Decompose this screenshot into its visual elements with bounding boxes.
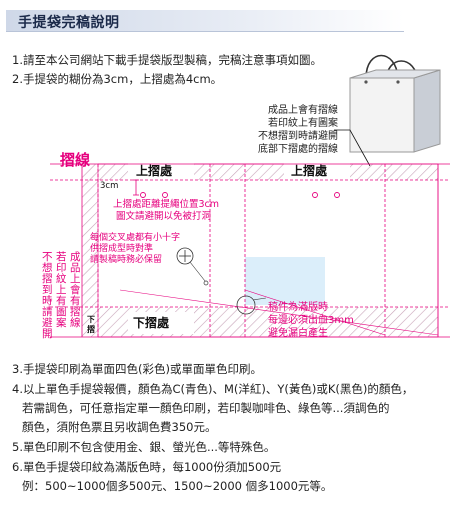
note-3: 3.手提袋印刷為單面四色(彩色)或單面單色印刷。	[12, 362, 262, 376]
page-title: 手提袋完稿說明	[18, 15, 120, 31]
fold-callout-line-2: 若印紋上有圖案	[268, 118, 338, 129]
shopping-bag-illustration	[349, 54, 441, 153]
callout-leader-line	[334, 129, 371, 167]
cross-note-line-3: 請製稿時務必保留	[90, 255, 163, 265]
note-4: 4.以上單色手提袋報價，顏色為C(青色)、M(洋紅)、Y(黃色)或K(黑色)的顏…	[12, 382, 414, 396]
fold-callout-line-1: 成品上會有摺線	[268, 105, 338, 116]
bleed-note-line-2: 每邊必須出血3mm	[268, 315, 354, 326]
fold-callout: 成品上會有摺線 若印紋上有圖案 不想摺到時請避開 底部下摺處的摺線	[208, 104, 338, 156]
cross-note-line-1: 每個交叉處都有小十字	[90, 233, 181, 243]
note-6-example: 例：500~1000個多500元、1500~2000 個多1000元等。	[22, 479, 333, 493]
note-4-cont-2: 顏色，須附色票且另收調色費350元。	[22, 420, 217, 434]
template-diagram	[50, 158, 450, 338]
fold-line-label: 摺線	[60, 151, 91, 169]
rope-note-line-1: 上摺處距離提繩位置3cm	[113, 199, 220, 210]
fold-callout-line-4: 底部下摺處的摺線	[258, 144, 338, 155]
upper-fold-label-right: 上摺處	[291, 164, 328, 178]
dim-3cm-label: 3cm	[100, 181, 119, 191]
fold-callout-line-3: 不想摺到時請避開	[258, 131, 338, 142]
note-1: 1.請至本公司網站下載手提袋版型製稿，完稿注意事項如圖。	[12, 53, 322, 67]
upper-fold-label-left: 上摺處	[136, 164, 173, 178]
rope-note-line-2: 圖文請避開以免被打洞	[116, 211, 212, 222]
left-note-col-1: 不想摺到時請避開	[42, 251, 53, 340]
bottom-fold-label: 下摺	[87, 315, 95, 334]
cross-note-line-2: 供摺成型時對準	[90, 244, 154, 254]
left-note-col-2: 若印紋上有圖案	[56, 251, 67, 329]
note-5: 5.單色印刷不包含使用金、銀、螢光色...等特殊色。	[12, 440, 276, 454]
note-4-cont-1: 若需調色，可任意指定單一顏色印刷，若印製咖啡色、綠色等...須調色的	[22, 401, 390, 415]
lower-fold-label: 下摺處	[133, 316, 170, 330]
note-6: 6.單色手提袋印紋為滿版色時，每1000份須加500元	[12, 460, 282, 474]
left-note-col-3: 成品上會有摺線	[70, 251, 81, 329]
bleed-note-line-1: 稿件為滿版時	[268, 302, 328, 313]
note-2: 2.手提袋的糊份為3cm，上摺處為4cm。	[12, 72, 223, 86]
bleed-note-line-3: 避免漏白產生	[268, 328, 328, 339]
title-bar: 手提袋完稿說明	[6, 10, 404, 32]
